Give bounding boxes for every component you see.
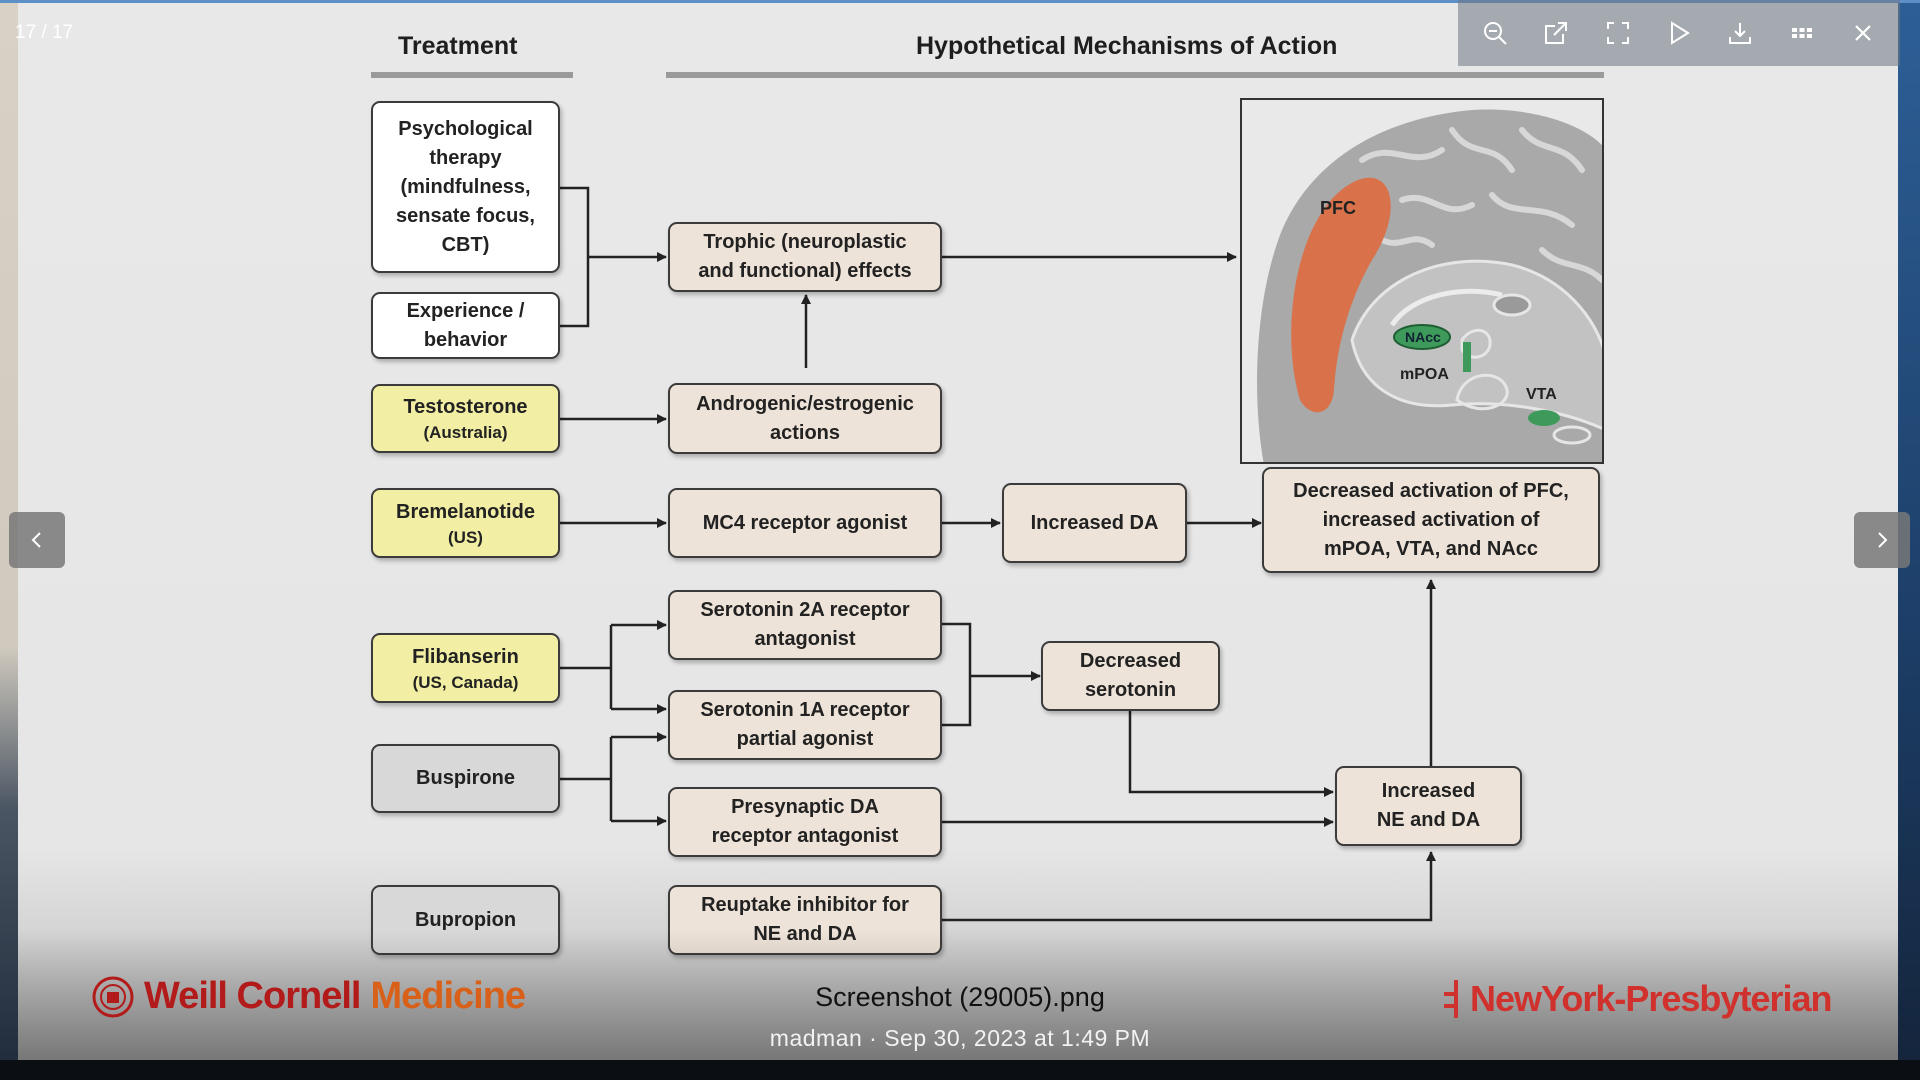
box-line: (mindfulness, xyxy=(400,175,531,198)
testosterone-box: Testosterone (Australia) xyxy=(371,384,560,453)
box-line: Decreased activation of PFC, xyxy=(1293,479,1569,502)
box-line: sensate focus, xyxy=(396,204,535,227)
box-line: behavior xyxy=(423,328,508,351)
box-line: actions xyxy=(769,421,841,444)
box-line: Increased xyxy=(1381,780,1476,802)
flibanserin-box: Flibanserin (US, Canada) xyxy=(371,633,560,703)
treatment-name: Buspirone xyxy=(416,767,515,789)
medicine-text: Medicine xyxy=(370,975,526,1017)
brain-illustration: PFC NAcc mPOA VTA xyxy=(1240,98,1604,464)
bupropion-box: Bupropion xyxy=(371,885,560,955)
brain-label-mpoa: mPOA xyxy=(1400,366,1449,383)
slide-counter: 17 / 17 xyxy=(15,22,74,43)
box-line: Serotonin 1A receptor xyxy=(700,699,910,721)
box-line: antagonist xyxy=(754,628,856,650)
next-slide-button[interactable] xyxy=(1854,512,1910,568)
increased-ne-da-box: Increased NE and DA xyxy=(1335,766,1522,846)
presynaptic-da-box: Presynaptic DA receptor antagonist xyxy=(668,787,942,857)
connector-arrows xyxy=(560,186,1436,922)
treatment-header: Treatment xyxy=(398,32,518,60)
box-line: Reuptake inhibitor for xyxy=(701,894,909,916)
androgenic-estrogenic-box: Androgenic/estrogenic actions xyxy=(668,383,942,454)
download-icon[interactable] xyxy=(1720,13,1760,53)
zoom-out-icon[interactable] xyxy=(1475,13,1515,53)
box-line: Increased DA xyxy=(1030,511,1159,534)
box-line: Presynaptic DA xyxy=(731,796,879,818)
treatment-name: Flibanserin xyxy=(412,645,519,668)
mechanisms-header: Hypothetical Mechanisms of Action xyxy=(916,32,1338,60)
brain-label-vta: VTA xyxy=(1526,386,1557,403)
brain-activation-box: Decreased activation of PFC, increased a… xyxy=(1262,467,1600,573)
fullscreen-icon[interactable] xyxy=(1598,13,1638,53)
experience-behavior-box: Experience / behavior xyxy=(371,292,560,359)
box-line: CBT) xyxy=(441,233,490,256)
box-line: therapy xyxy=(429,146,502,169)
slide: Treatment Hypothetical Mechanisms of Act… xyxy=(18,0,1898,1060)
treatment-name: Bremelanotide xyxy=(396,500,535,523)
box-line: Decreased xyxy=(1079,650,1182,672)
close-icon[interactable] xyxy=(1843,13,1883,53)
increased-da-box: Increased DA xyxy=(1002,483,1187,563)
box-line: MC4 receptor agonist xyxy=(702,511,908,534)
box-line: serotonin xyxy=(1084,679,1177,701)
box-line: and functional) effects xyxy=(698,260,912,282)
box-line: NE and DA xyxy=(1376,809,1481,831)
buspirone-box: Buspirone xyxy=(371,744,560,813)
bremelanotide-box: Bremelanotide (US) xyxy=(371,488,560,558)
box-line: Trophic (neuroplastic xyxy=(703,231,907,253)
serotonin-1a-box: Serotonin 1A receptor partial agonist xyxy=(668,690,942,760)
treatment-name: Bupropion xyxy=(414,908,517,931)
decreased-serotonin-box: Decreased serotonin xyxy=(1041,641,1220,711)
grid-icon[interactable] xyxy=(1782,13,1822,53)
reuptake-inhibitor-box: Reuptake inhibitor for NE and DA xyxy=(668,885,942,955)
open-external-icon[interactable] xyxy=(1536,13,1576,53)
box-line: increased activation of xyxy=(1322,508,1540,531)
box-line: NE and DA xyxy=(753,920,856,949)
frame-bottom xyxy=(0,1060,1920,1080)
previous-slide-button[interactable] xyxy=(9,512,65,568)
brain-label-pfc: PFC xyxy=(1320,198,1356,218)
seal-icon xyxy=(92,976,134,1017)
serotonin-2a-box: Serotonin 2A receptor antagonist xyxy=(668,590,942,660)
box-line: Experience / xyxy=(406,299,525,322)
trophic-effects-box: Trophic (neuroplastic and functional) ef… xyxy=(668,222,942,292)
image-meta: madman · Sep 30, 2023 at 1:49 PM xyxy=(769,1025,1151,1051)
treatment-region: (US, Canada) xyxy=(412,672,519,692)
nyp-text: NewYork-Presbyterian xyxy=(1470,978,1832,1019)
image-caption: Screenshot (29005).png xyxy=(815,982,1105,1012)
weill-cornell-logo: Weill Cornell Medicine xyxy=(92,975,526,1018)
mechanisms-header-rule xyxy=(666,72,1604,78)
mc4-agonist-box: MC4 receptor agonist xyxy=(668,488,942,558)
newyork-presbyterian-logo: NewYork-Presbyterian xyxy=(1440,978,1832,1020)
box-line: receptor antagonist xyxy=(711,825,899,847)
top-progress-line xyxy=(0,0,1920,3)
chevron-left-icon xyxy=(31,532,41,548)
viewer-toolbar xyxy=(1458,0,1900,66)
footer-shade xyxy=(18,930,1898,1060)
play-icon[interactable] xyxy=(1659,13,1699,53)
treatment-region: (Australia) xyxy=(423,423,508,442)
treatment-region: (US) xyxy=(448,527,483,547)
box-line: Androgenic/estrogenic xyxy=(696,392,914,415)
box-line: partial agonist xyxy=(736,728,874,750)
treatment-name: Testosterone xyxy=(403,396,528,418)
weill-cornell-text: Weill Cornell xyxy=(144,975,361,1017)
treatment-header-rule xyxy=(371,72,573,78)
psychological-therapy-box: Psychological therapy (mindfulness, sens… xyxy=(371,101,560,273)
box-line: Serotonin 2A receptor xyxy=(700,599,910,621)
chevron-right-icon xyxy=(1878,532,1888,548)
brain-label-nacc: NAcc xyxy=(1405,329,1441,345)
nyp-mark-icon xyxy=(1444,980,1458,1018)
box-line: Psychological xyxy=(398,117,533,140)
box-line: mPOA, VTA, and NAcc xyxy=(1323,537,1539,560)
